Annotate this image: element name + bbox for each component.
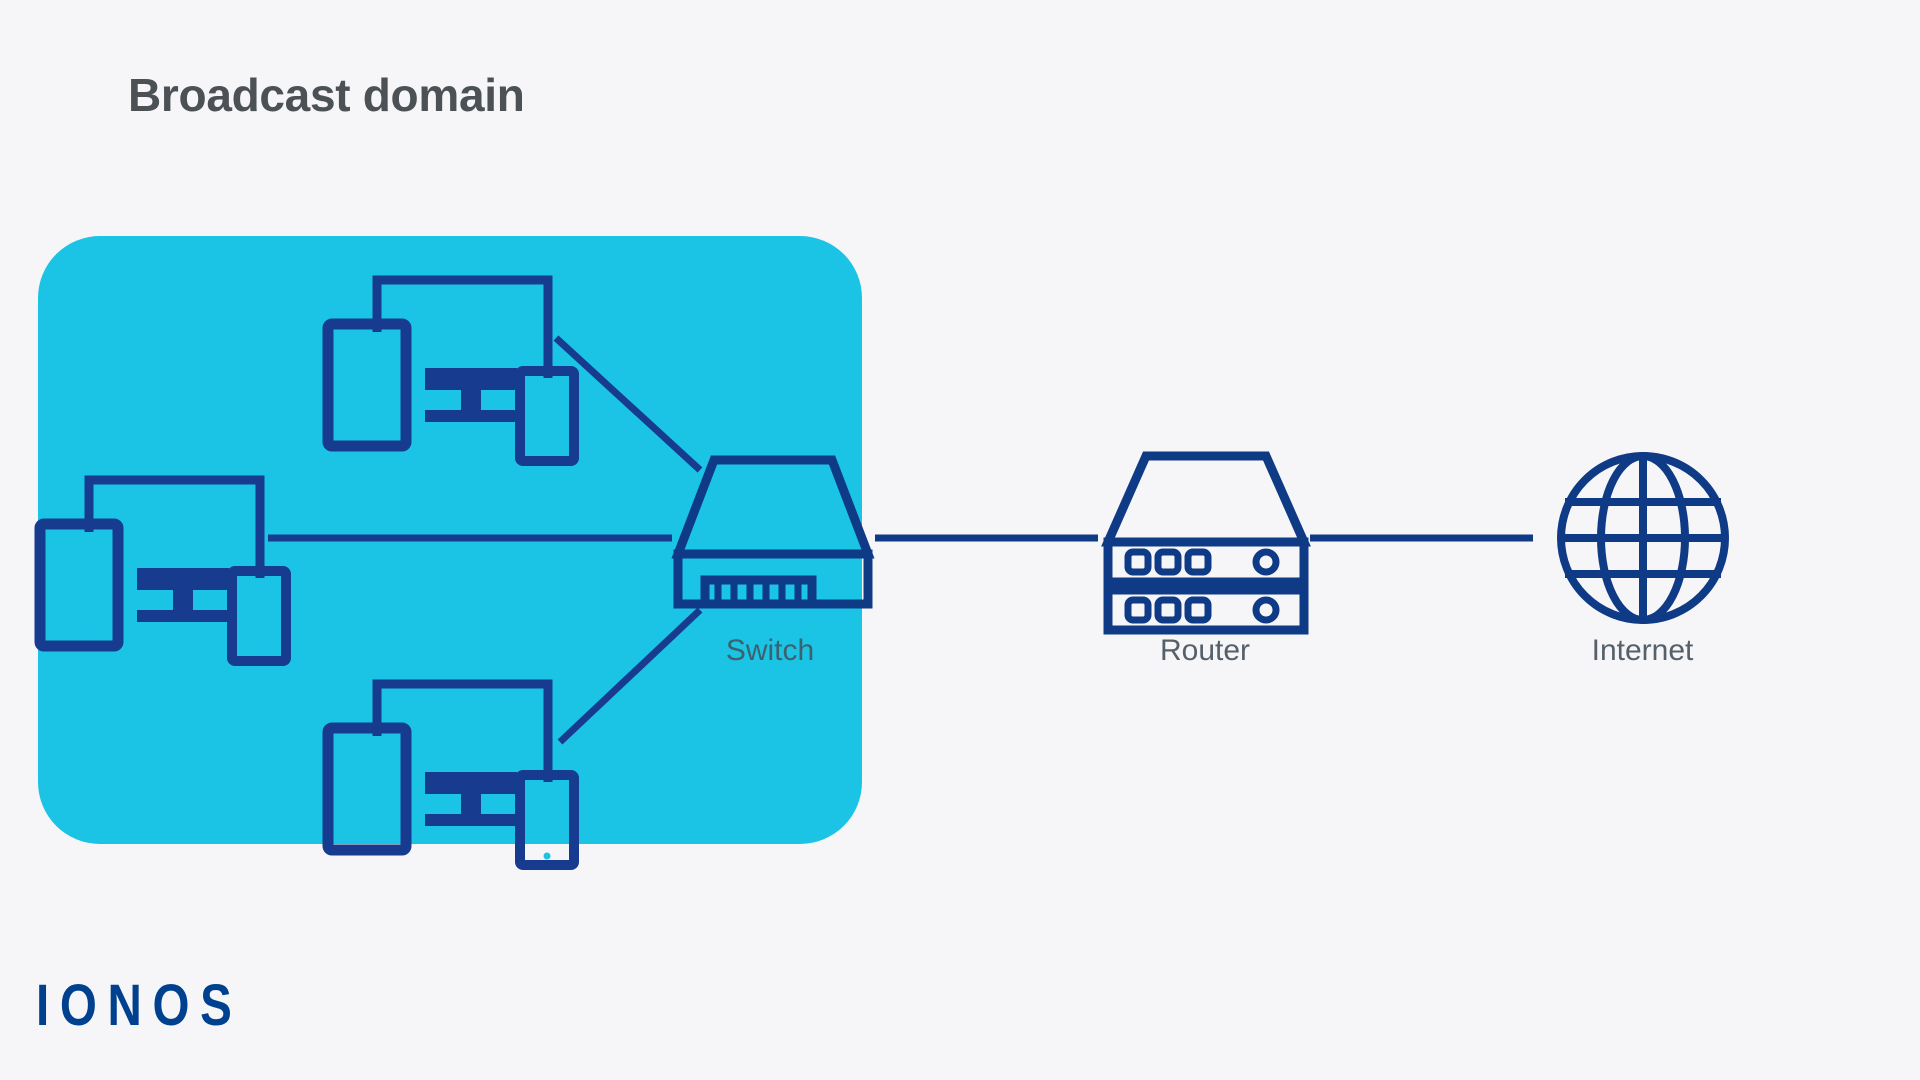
link-cluster-bottom-switch bbox=[557, 607, 703, 745]
link-cluster-top-switch bbox=[553, 335, 703, 473]
internet-label: Internet bbox=[1591, 634, 1694, 667]
tablet-icon bbox=[322, 318, 412, 452]
phone-icon bbox=[515, 366, 579, 466]
switch-label: Switch bbox=[725, 634, 815, 667]
router-icon bbox=[1101, 451, 1311, 635]
cluster-bracket bbox=[372, 679, 553, 782]
cluster-bracket bbox=[84, 475, 265, 578]
tablet-icon bbox=[322, 722, 412, 856]
desktop-monitor-icon bbox=[425, 772, 517, 826]
globe-icon bbox=[1557, 452, 1729, 624]
phone-icon bbox=[227, 566, 291, 666]
cluster-bracket bbox=[372, 275, 553, 378]
phone-icon bbox=[515, 770, 579, 870]
router-label: Router bbox=[1159, 634, 1251, 667]
desktop-monitor-icon bbox=[425, 368, 517, 422]
page-title: Broadcast domain bbox=[128, 69, 525, 121]
desktop-monitor-icon bbox=[137, 568, 229, 622]
ionos-logo: IONOS bbox=[36, 973, 243, 1038]
switch-icon bbox=[671, 455, 875, 609]
tablet-icon bbox=[34, 518, 124, 652]
